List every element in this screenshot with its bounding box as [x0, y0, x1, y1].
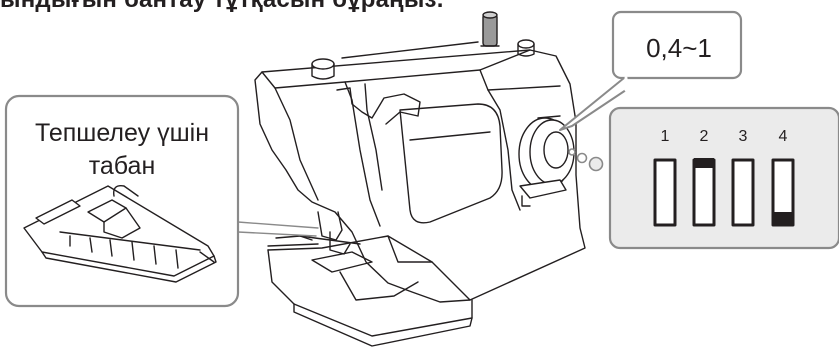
dial-number-3: 3	[733, 128, 753, 146]
dial-number-1: 1	[655, 128, 675, 146]
tension-value-label: 0,4~1	[617, 33, 741, 63]
quilting-foot-label-line1: Тепшелеу үшін	[8, 117, 236, 150]
dial-number-2: 2	[694, 128, 714, 146]
quilting-foot-label: Тепшелеу үшін табан	[8, 117, 236, 183]
sewing-machine-body	[255, 12, 585, 346]
quilting-foot-label-line2: табан	[8, 150, 236, 183]
dial-number-4: 4	[773, 128, 793, 146]
